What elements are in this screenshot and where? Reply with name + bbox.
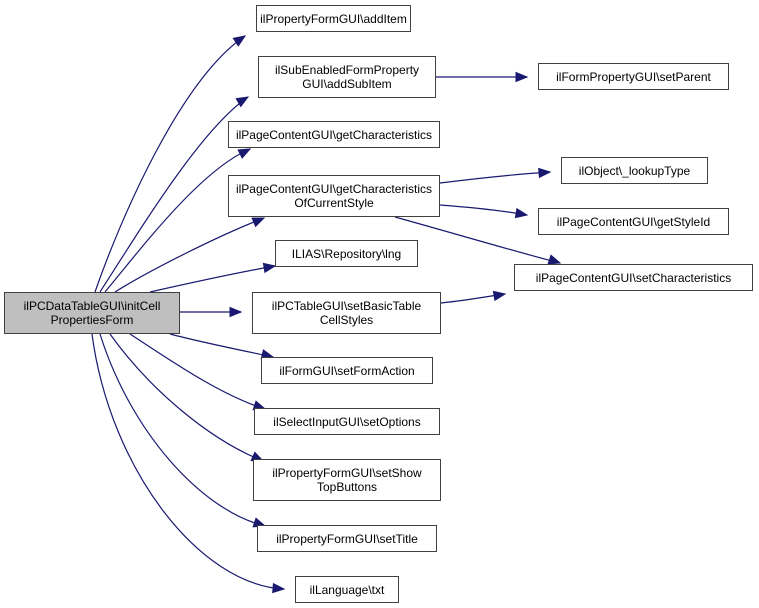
edge-root-to-addSubItem [99,96,249,293]
node-getCharOfCurrentStyle[interactable]: ilPageContentGUI\getCharacteristics OfCu… [228,175,440,217]
node-setFormAction[interactable]: ilFormGUI\setFormAction [261,357,433,384]
arrowhead-setParent [515,71,529,83]
edge-root-to-lng [149,265,276,293]
arrowhead-addSubItem [235,96,250,108]
edge-root-to-getCharOfCurrentStyle [114,217,265,293]
arrowhead-getStyleId [514,207,529,219]
edge-root-to-addItem [94,35,246,293]
arrowhead-txt [272,582,286,594]
arrowhead-lookupType [538,167,552,179]
node-txt[interactable]: ilLanguage\txt [295,576,399,603]
node-setTitle[interactable]: ilPropertyFormGUI\setTitle [257,525,437,552]
node-setParent[interactable]: ilFormPropertyGUI\setParent [538,63,729,90]
edge-root-to-setOptions [129,333,266,410]
node-lookupType[interactable]: ilObject\_lookupType [561,157,708,184]
arrowhead-lng [262,262,277,274]
arrowhead-setBasicTableCellStyles [229,306,243,318]
node-getStyleId[interactable]: ilPageContentGUI\getStyleId [538,208,729,235]
node-setBasicTableCellStyles[interactable]: ilPCTableGUI\setBasicTable CellStyles [252,292,441,334]
edge-getCharOfCurrentStyle-to-lookupType [439,171,551,184]
node-root: ilPCDataTableGUI\initCell PropertiesForm [4,292,180,334]
node-setCharacteristics[interactable]: ilPageContentGUI\setCharacteristics [514,264,753,291]
edge-root-to-setFormAction [169,333,274,358]
arrowhead-getCharOfCurrentStyle [251,217,266,228]
node-addSubItem[interactable]: ilSubEnabledFormProperty GUI\addSubItem [258,56,436,98]
node-getCharacteristics[interactable]: ilPageContentGUI\getCharacteristics [228,121,440,148]
edge-getCharOfCurrentStyle-to-getStyleId [439,204,528,216]
arrowhead-addItem [232,35,247,47]
node-setOptions[interactable]: ilSelectInputGUI\setOptions [254,408,440,435]
edge-root-to-setTitle [99,333,266,527]
edge-getCharOfCurrentStyle-to-setCharacteristics [394,216,561,264]
edge-root-to-txt [91,333,285,590]
node-addItem[interactable]: ilPropertyFormGUI\addItem [256,5,411,32]
node-setShowTopButtons[interactable]: ilPropertyFormGUI\setShow TopButtons [253,459,441,501]
edge-root-to-setShowTopButtons [109,333,264,462]
arrowhead-getCharacteristics [237,148,252,159]
edge-root-to-getCharacteristics [104,148,251,293]
arrowhead-setCharacteristics [492,290,507,302]
node-lng[interactable]: ILIAS\Repository\lng [275,240,418,267]
arrowhead-setCharacteristics [547,254,562,265]
